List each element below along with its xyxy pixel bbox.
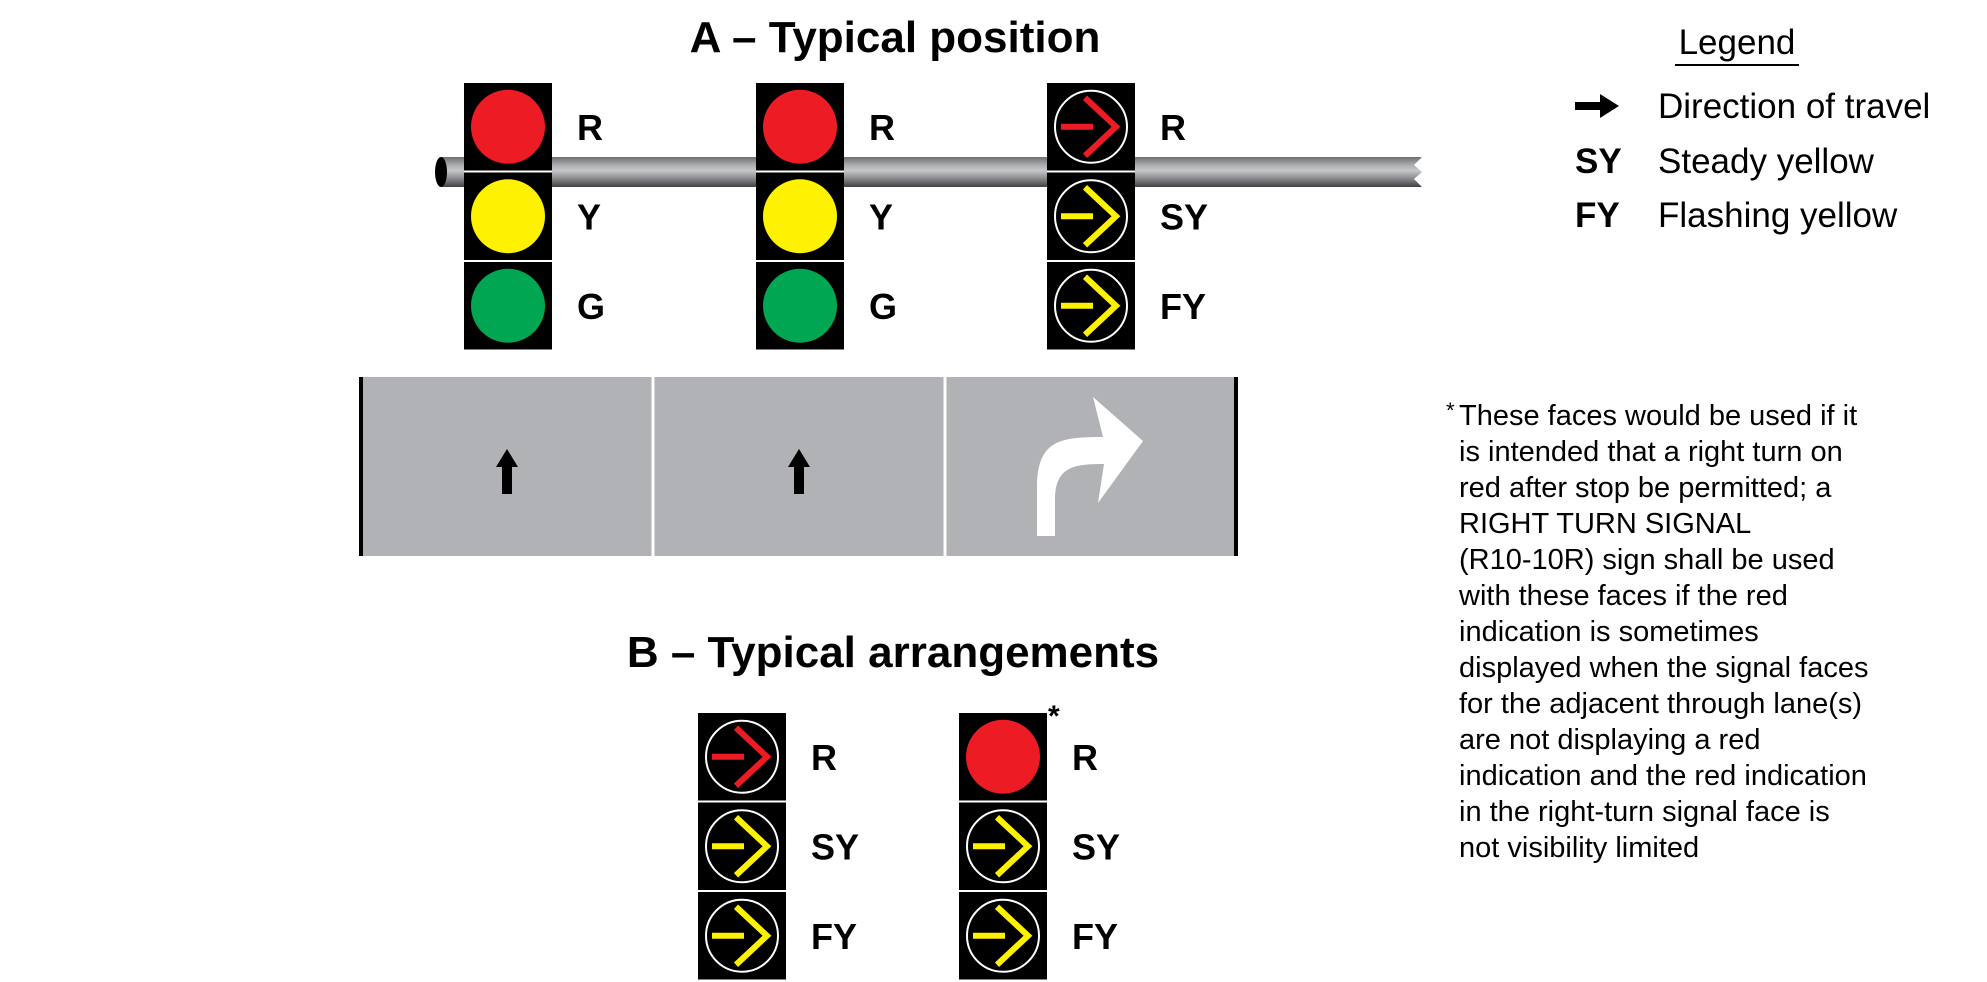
legend-item-label: Steady yellow [1658, 142, 1875, 181]
signal-section-r: R [756, 83, 895, 171]
footnote-line: red after stop be permitted; a [1459, 472, 1832, 504]
indication-label: FY [811, 916, 857, 957]
footnote: * These faces would be used if it is inte… [1446, 398, 1868, 864]
footnote-line: These faces would be used if it [1459, 400, 1857, 432]
signal-section-fy: FY [698, 890, 857, 980]
signal-section-y: Y [756, 170, 893, 260]
approach-lanes [359, 377, 1238, 556]
footnote-line: not visibility limited [1459, 832, 1699, 864]
signal-section-y: Y [464, 170, 601, 260]
signal-face: R SY FY [698, 713, 859, 980]
signal-section-r: R [464, 83, 603, 171]
legend-item-label: Direction of travel [1658, 87, 1930, 126]
red-ball-lens-icon [966, 719, 1040, 794]
indication-label: FY [1160, 286, 1206, 327]
legend-item-symbol: SY [1575, 142, 1622, 181]
indication-label: R [811, 737, 837, 778]
yellow-right-arrow-lens-icon [966, 898, 1040, 973]
lane-surface [945, 377, 1237, 556]
mast-arm-pole [435, 157, 1422, 187]
signal-face: R Y G [464, 83, 605, 350]
footnote-line: RIGHT TURN SIGNAL [1459, 508, 1751, 540]
yellow-right-arrow-lens-icon [705, 898, 779, 973]
signal-face: R Y G [756, 83, 897, 350]
indication-label: FY [1072, 916, 1118, 957]
signal-section-g: G [756, 260, 897, 350]
indication-label: G [869, 286, 897, 327]
signal-section-fy: FY [959, 890, 1118, 980]
footnote-line: indication and the red indication [1459, 760, 1867, 792]
section-b-title: B – Typical arrangements [627, 628, 1159, 677]
lane-right-turn [945, 377, 1237, 556]
lane-through [653, 377, 945, 556]
footnote-line: is intended that a right turn on [1459, 436, 1843, 468]
footnote-line: are not displaying a red [1459, 724, 1760, 756]
up-arrow-icon [788, 449, 810, 494]
footnote-line: (R10-10R) sign shall be used [1459, 544, 1835, 576]
legend: Legend Direction of travel SY Steady yel… [1575, 23, 1930, 235]
signal-face: R SY FY [1047, 83, 1208, 350]
signal-section-g: G [464, 260, 605, 350]
indication-label: R [1072, 737, 1098, 778]
yellow-right-arrow-lens-icon [966, 809, 1040, 884]
indication-label: R [1160, 107, 1186, 148]
green-ball-lens-icon [471, 268, 545, 343]
footnote-line: with these faces if the red [1458, 580, 1788, 612]
signal-section-r: R [698, 713, 837, 801]
signal-section-fy: FY [1047, 260, 1206, 350]
yellow-ball-lens-icon [763, 179, 837, 254]
signal-face: R SY FY [959, 713, 1120, 980]
section-a-signal-faces: R Y G R Y G R SY FY [464, 83, 1208, 350]
section-a-title: A – Typical position [690, 13, 1101, 62]
red-right-arrow-lens-icon [1054, 89, 1128, 164]
signal-section-sy: SY [1047, 170, 1208, 260]
indication-label: Y [869, 197, 893, 238]
red-right-arrow-lens-icon [705, 719, 779, 794]
lane-through [361, 377, 653, 556]
signal-section-r: R [959, 713, 1098, 801]
legend-item-flashing-yellow: FY Flashing yellow [1575, 196, 1898, 235]
yellow-right-arrow-lens-icon [1054, 268, 1128, 343]
signal-section-sy: SY [959, 800, 1120, 890]
legend-item-label: Flashing yellow [1658, 196, 1898, 235]
signal-section-sy: SY [698, 800, 859, 890]
direction-arrow-icon [1575, 94, 1619, 118]
yellow-ball-lens-icon [471, 179, 545, 254]
green-ball-lens-icon [763, 268, 837, 343]
legend-item-steady-yellow: SY Steady yellow [1575, 142, 1875, 181]
section-b-signal-faces: R SY FY R SY FY * [698, 700, 1120, 980]
up-arrow-icon [496, 449, 518, 494]
legend-item-symbol: FY [1575, 196, 1620, 235]
footnote-mark: * [1446, 398, 1455, 423]
red-ball-lens-icon [471, 89, 545, 164]
indication-label: Y [577, 197, 601, 238]
yellow-right-arrow-lens-icon [1054, 179, 1128, 254]
red-ball-lens-icon [763, 89, 837, 164]
footnote-line: indication is sometimes [1459, 616, 1759, 648]
signal-section-r: R [1047, 83, 1186, 171]
right-turn-arrow-icon [1037, 397, 1143, 536]
footnote-line: for the adjacent through lane(s) [1459, 688, 1862, 720]
indication-label: SY [1160, 197, 1208, 238]
footnote-line: displayed when the signal faces [1459, 652, 1868, 684]
yellow-right-arrow-lens-icon [705, 809, 779, 884]
legend-title: Legend [1679, 23, 1796, 62]
footnote-asterisk: * [1048, 700, 1060, 733]
indication-label: R [577, 107, 603, 148]
footnote-line: in the right-turn signal face is [1459, 796, 1830, 828]
legend-item-direction: Direction of travel [1575, 87, 1930, 126]
indication-label: SY [1072, 827, 1120, 868]
pole-end-cap [435, 157, 447, 187]
indication-label: SY [811, 827, 859, 868]
indication-label: G [577, 286, 605, 327]
indication-label: R [869, 107, 895, 148]
